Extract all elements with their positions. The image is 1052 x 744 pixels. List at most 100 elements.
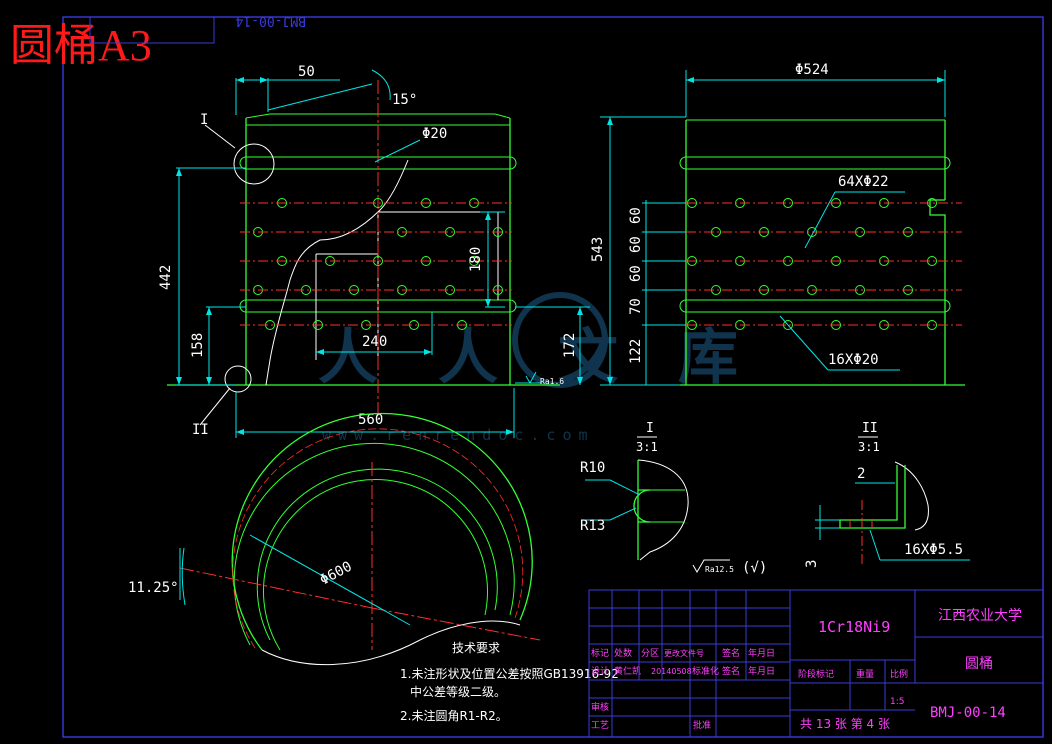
dim-dia524: Φ524 <box>795 62 829 78</box>
title-block <box>588 589 1044 738</box>
top-outer-ring <box>231 412 533 651</box>
code-box-border <box>89 16 215 44</box>
leader-20 <box>374 139 421 163</box>
arrow <box>577 307 583 315</box>
dim-172: 172 <box>562 333 578 358</box>
detail-ii-scale: 3:1 <box>858 440 880 454</box>
arrow <box>176 168 182 176</box>
tb-ymd-label: 年月日 <box>748 665 775 677</box>
dim-3: 3 <box>804 560 820 568</box>
tech-line-1: 1.未注形状及位置公差按照GB13916-92 <box>400 666 619 681</box>
arrow <box>485 212 491 220</box>
tb-approve-label: 批准 <box>693 719 711 731</box>
tb-sheets: 共 13 张 第 4 张 <box>800 717 890 731</box>
tb-process-label: 工艺 <box>591 720 609 731</box>
leader-16holes <box>779 315 829 371</box>
dim-442: 442 <box>158 265 174 290</box>
dim-dia600: Φ600 <box>317 559 354 589</box>
tb-ratio: 1:5 <box>890 697 904 707</box>
tech-title: 技术要求 <box>452 641 500 655</box>
tb-col-date: 年月日 <box>748 647 775 659</box>
title-block-border <box>588 589 1044 738</box>
detail-ii-outline <box>894 461 929 531</box>
tech-line-3: 2.未注圆角R1-R2。 <box>400 708 508 723</box>
tb-sign-label: 签名 <box>722 665 740 677</box>
detail-circle-i <box>233 143 275 185</box>
dim-60-b: 60 <box>628 236 644 253</box>
dim-r10: R10 <box>580 460 605 476</box>
tb-col-change: 更改文件号 <box>664 648 704 658</box>
top-ring-3 <box>256 468 498 641</box>
angle-ray <box>267 83 373 111</box>
front-top-left <box>245 113 271 119</box>
front-arrows <box>176 77 583 435</box>
dim-16holes: 16XΦ20 <box>828 352 879 368</box>
arrow <box>686 77 694 83</box>
roughness-symbol <box>525 371 537 385</box>
dim-dia20: Φ20 <box>422 126 447 142</box>
dim-180: 180 <box>468 247 484 272</box>
arrow <box>236 77 244 83</box>
side-upper-bead <box>679 156 951 170</box>
detail-i-title: I <box>646 421 654 436</box>
arrow <box>206 377 212 385</box>
dim-1125deg: 11.25° <box>128 580 179 596</box>
top-pitch-circle <box>232 428 524 649</box>
tb-weight-label: 重量 <box>856 668 874 680</box>
front-holes <box>240 198 512 330</box>
detail-ii-title: II <box>862 421 878 436</box>
dim-543: 543 <box>590 237 606 262</box>
side-middle-bead <box>679 299 951 313</box>
tb-col-mark: 标记 <box>591 647 609 659</box>
mirrored-code-box: BMJ-00-14 <box>89 13 306 44</box>
dim-line-600 <box>249 534 411 626</box>
top-break <box>261 620 521 666</box>
dim-holes55: 16XΦ5.5 <box>904 542 963 558</box>
side-dimensions <box>600 70 946 386</box>
detail-i-scale: 3:1 <box>636 440 658 454</box>
tb-university: 江西农业大学 <box>938 608 1022 624</box>
dim-2: 2 <box>857 466 865 482</box>
arrow <box>260 77 268 83</box>
detail-i: I 3:1 R10 R13 Ra12.5 (√) <box>580 421 767 576</box>
arrow <box>316 349 324 355</box>
side-view <box>679 119 965 386</box>
roughness-paren: (√) <box>742 560 767 576</box>
arrow <box>577 377 583 385</box>
tb-date: 20140508 <box>651 667 692 676</box>
leader-i <box>204 124 236 149</box>
top-view-text: Φ600 11.25° <box>128 559 355 596</box>
detail-label-i: I <box>200 112 208 128</box>
arrow <box>485 299 491 307</box>
break-line <box>265 159 409 386</box>
detail-circle-ii <box>224 365 252 393</box>
front-dimensions <box>176 69 590 438</box>
tb-col-zone: 分区 <box>641 648 659 659</box>
top-ring-2 <box>233 442 515 646</box>
front-dim-text: 50 15° Φ20 442 158 180 240 172 560 I II … <box>158 64 578 438</box>
dim-122: 122 <box>628 339 644 364</box>
watermark: 人人文库 www.renrendoc.com <box>318 292 738 444</box>
title-block-text: 标记 处数 分区 更改文件号 签名 年月日 设计 黄仁凯 20140508 标准… <box>591 608 1022 731</box>
tb-review-label: 审核 <box>591 701 609 713</box>
detail-label-ii: II <box>192 422 209 438</box>
roughness-ra125: Ra12.5 <box>705 565 734 574</box>
sheet-title: 圆桶A3 <box>10 21 152 70</box>
tech-requirements: 技术要求 1.未注形状及位置公差按照GB13916-92 中公差等级二级。 2.… <box>400 641 619 723</box>
dim-560: 560 <box>358 412 383 428</box>
detail-i-outline <box>637 459 689 561</box>
leader-r13 <box>609 507 637 521</box>
arrow <box>937 77 945 83</box>
arrow <box>506 429 514 435</box>
side-dim-text: Φ524 543 64XΦ22 16XΦ20 60 60 60 70 122 <box>590 62 889 368</box>
arrow <box>176 377 182 385</box>
drawing-frame <box>62 16 1044 738</box>
top-center-h <box>371 607 541 641</box>
roughness-symbol-2 <box>692 559 730 573</box>
watermark-url: www.renrendoc.com <box>322 426 595 444</box>
dim-70: 70 <box>628 298 644 315</box>
dim-64holes: 64XΦ22 <box>838 174 889 190</box>
tb-col-sign: 签名 <box>722 647 740 659</box>
dim-158: 158 <box>190 333 206 358</box>
arrow <box>424 349 432 355</box>
